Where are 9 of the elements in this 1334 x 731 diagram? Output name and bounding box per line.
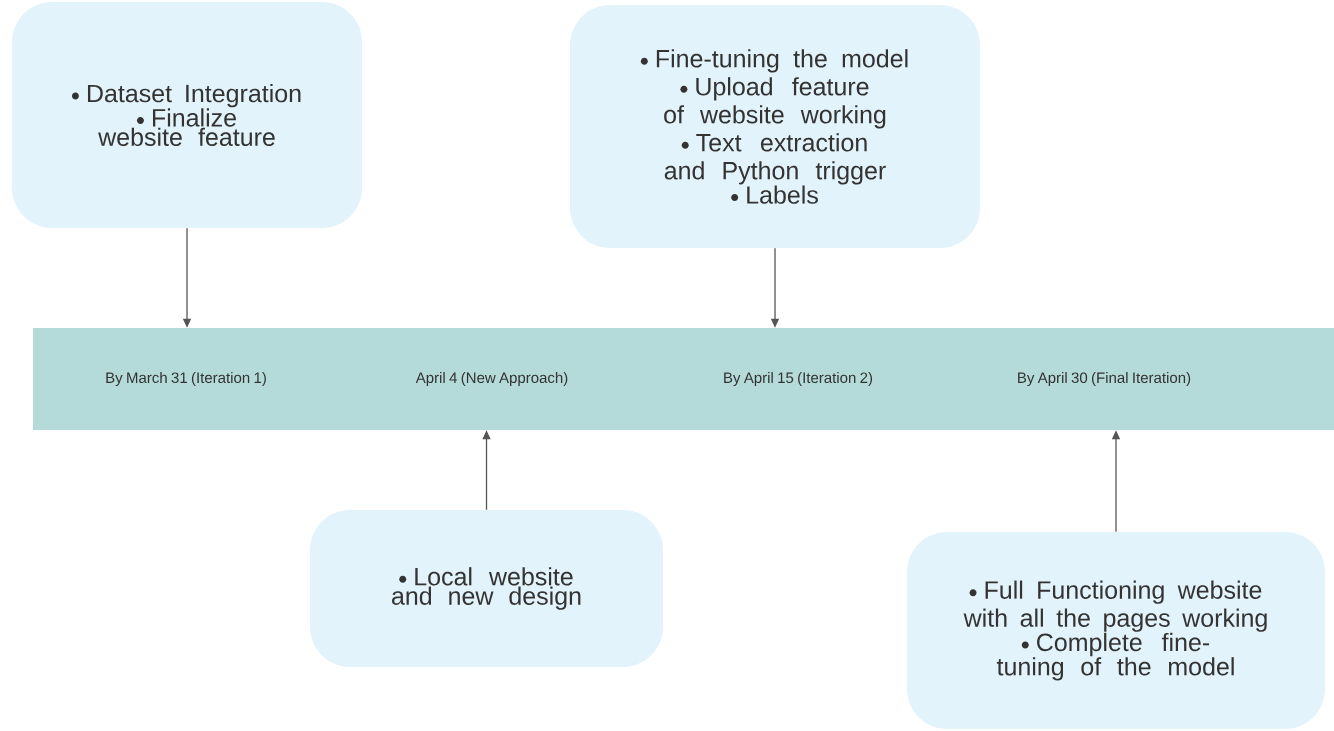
date-label: April 4 (New Approach) <box>415 372 568 386</box>
milestone-box: Full Functioning website with all the pages working Complete fine-tuning of the model <box>907 532 1325 729</box>
milestone-box: Dataset Integration Finalize website feature <box>12 2 362 228</box>
timeline-bar <box>33 328 1334 430</box>
date-label: By March 31 (Iteration 1) <box>106 372 266 386</box>
date-label: By April 15 (Iteration 2) <box>724 372 873 386</box>
date-label: By April 30 (Final Iteration) <box>1018 372 1191 386</box>
milestone-box: Local website and new design <box>310 510 663 667</box>
milestone-box: Fine-tuning the model Upload feature of website working Text extraction and Python trigger Labels <box>570 5 980 248</box>
